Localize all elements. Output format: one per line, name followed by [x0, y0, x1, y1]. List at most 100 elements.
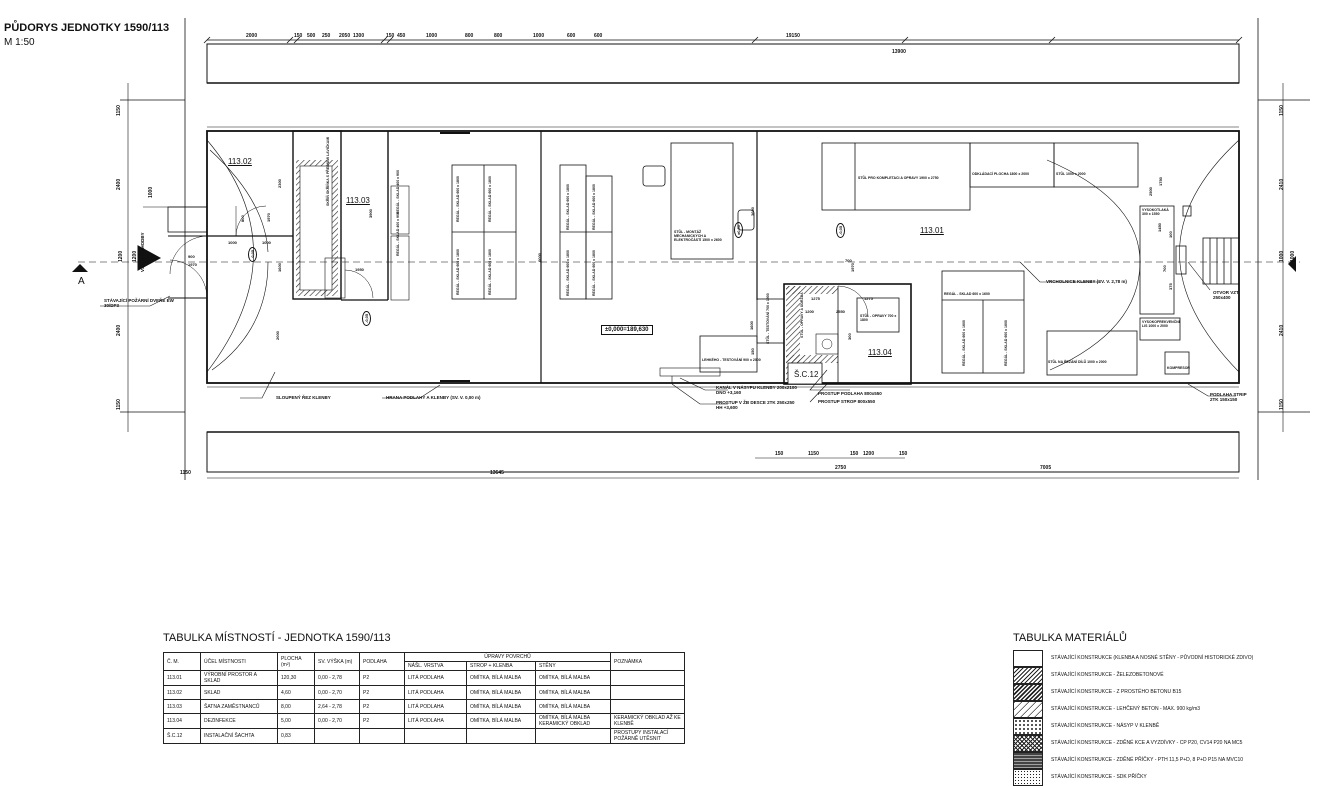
cell-height — [314, 728, 360, 744]
dim-label: 800 — [465, 33, 474, 39]
furniture-label: STŮL - MONTÁŽ MECHANICKÝCH A ELEKTROČÁST… — [674, 230, 722, 242]
dim-label: 700 — [1162, 265, 1167, 272]
annotation: KANÁL V NÁSYPU KLENBY 200x2100 DNO +3,16… — [716, 385, 797, 395]
dim-label: 1150 — [1279, 399, 1285, 410]
dim-label: 150 — [899, 451, 908, 457]
cell-note — [610, 670, 685, 686]
dim-label: 1150 — [180, 470, 191, 476]
cell-area: 8,00 — [277, 699, 315, 714]
cell-walls: OMÍTKA, BÍLÁ MALBA — [535, 670, 611, 686]
cell-ceiling — [466, 728, 536, 744]
col-purpose: ÚČEL MÍSTNOSTI — [200, 652, 278, 671]
material-swatch — [1013, 650, 1043, 667]
annotation: PROSTUP STROP 800x550 — [818, 399, 876, 404]
cell-walls: OMÍTKA, BÍLÁ MALBA KERAMICKÝ OBKLAD — [535, 713, 611, 729]
cell-ceiling: OMÍTKA, BÍLÁ MALBA — [466, 670, 536, 686]
cell-purpose: DEZINFEKCE — [200, 713, 278, 729]
dim-label: 450 — [397, 33, 406, 39]
dim-tick — [286, 36, 294, 44]
shelving-block-1 — [440, 132, 517, 382]
furniture-label: ODKLÁDACÍ PLOCHA 1800 x 2000 — [972, 172, 1030, 176]
dim-label: 800 — [240, 215, 245, 222]
material-label: STÁVAJÍCÍ KONSTRUKCE - ZDĚNÉ PŘÍČKY - PT… — [1051, 757, 1243, 763]
drawing-scale: M 1:50 — [4, 37, 35, 48]
cell-ceiling: OMÍTKA, BÍLÁ MALBA — [466, 685, 536, 700]
furniture-label: LEHKÉHO - TESTOVÁNÍ 900 x 2000 — [702, 358, 761, 362]
dim-tick — [901, 36, 909, 44]
room-113-04-walls — [783, 283, 912, 385]
material-row: STÁVAJÍCÍ KONSTRUKCE - ZDĚNÉ PŘÍČKY - PT… — [1013, 752, 1313, 769]
cell-layer — [404, 728, 467, 744]
dim-label: 1275 — [864, 296, 873, 301]
top-dim-ticks — [203, 36, 1243, 44]
room-number: 113.02 — [228, 157, 252, 166]
dim-label: 2050 — [339, 33, 351, 39]
entrance-door — [137, 206, 208, 299]
cell-note — [610, 685, 685, 700]
furniture-label: STŮL 1000 x 2000 — [1056, 172, 1086, 176]
cell-walls: OMÍTKA, BÍLÁ MALBA — [535, 699, 611, 714]
cell-height: 0,00 - 2,78 — [314, 670, 360, 686]
dim-label: 150 — [386, 33, 395, 39]
col-floor: PODLAHA — [359, 652, 405, 671]
dim-label: 150 — [294, 33, 303, 39]
dim-label: 1000 — [426, 33, 438, 39]
cell-ceiling: OMÍTKA, BÍLÁ MALBA — [466, 713, 536, 729]
material-row: STÁVAJÍCÍ KONSTRUKCE - LEHČENÝ BETON - M… — [1013, 701, 1313, 718]
section-marker-a: A — [78, 276, 85, 287]
cell-purpose: SKLAD — [200, 685, 278, 700]
dim-label: 150 — [750, 348, 755, 355]
cell-floor: P2 — [359, 699, 405, 714]
dim-label: 1970 — [266, 213, 271, 222]
furniture-label: STŮL - TESTOVÁNÍ 700 x 1900 — [766, 293, 770, 344]
cell-note — [610, 699, 685, 714]
cell-layer: LITÁ PODLAHA — [404, 670, 467, 686]
dim-label: 100 — [1168, 231, 1173, 238]
cell-note: PROSTUPY INSTALACÍ POŽÁRNĚ UTĚSNIT — [610, 728, 685, 744]
material-swatch — [1013, 667, 1043, 684]
furniture-label: STŮL - OPRAVY A ÚDRŽBA — [800, 292, 804, 338]
furniture-label: REGÁL - SKLAD 600 x 1800 — [456, 176, 460, 222]
cell-no: 113.04 — [163, 713, 201, 729]
annotation: HRANA PODLAHY A KLENBY (SV. V. 0,00 m) — [386, 395, 481, 400]
dim-tick — [1048, 36, 1056, 44]
cell-layer: LITÁ PODLAHA — [404, 685, 467, 700]
top-wall-strip — [206, 39, 1240, 84]
room-number: 113.01 — [920, 226, 944, 235]
room-number: 113.04 — [868, 348, 892, 357]
dim-label: 3600 — [750, 207, 755, 216]
annotation: PROSTUP PODLAHA 800x550 — [818, 391, 882, 396]
dim-label: 2300 — [277, 179, 282, 188]
cell-area: 120,30 — [277, 670, 315, 686]
dim-label: 1150 — [1279, 105, 1285, 116]
cell-purpose: VÝROBNÍ PROSTOR A SKLAD — [200, 670, 278, 686]
material-label: STÁVAJÍCÍ KONSTRUKCE - NÁSYP V KLENBĚ — [1051, 723, 1160, 729]
furniture-label: REGÁL - SKLAD 600 x 1600 — [1004, 320, 1008, 366]
cell-no: 113.03 — [163, 699, 201, 714]
dim-label: 1000 — [262, 240, 271, 245]
dim-label: 3900 — [368, 209, 373, 218]
dim-label: 600 — [567, 33, 576, 39]
material-row: STÁVAJÍCÍ KONSTRUKCE (KLENBA A NOSNÉ STĚ… — [1013, 650, 1313, 667]
level-tag: -0,05 — [836, 222, 845, 238]
room-113-03-walls — [207, 130, 410, 301]
dim-label: 19150 — [786, 33, 800, 39]
dim-label: 900 — [188, 254, 195, 259]
material-label: STÁVAJÍCÍ KONSTRUKCE - ZDĚNÉ KCE A VYZDÍ… — [1051, 740, 1243, 746]
furniture-label: REGÁL - SKLAD 600 x 1800 — [592, 184, 596, 230]
dim-label: 600 — [594, 33, 603, 39]
dimension-lines — [127, 39, 1284, 479]
work-tables — [642, 142, 1192, 376]
material-label: STÁVAJÍCÍ KONSTRUKCE - Z PROSTÉHO BETONU… — [1051, 689, 1182, 695]
material-swatch — [1013, 735, 1043, 752]
cell-area: 0,83 — [277, 728, 315, 744]
material-label: STÁVAJÍCÍ KONSTRUKCE - ŽELEZOBETONOVÉ — [1051, 672, 1164, 678]
section-line — [72, 256, 1300, 272]
dim-label: 1275 — [811, 296, 820, 301]
material-row: STÁVAJÍCÍ KONSTRUKCE - ZDĚNÉ KCE A VYZDÍ… — [1013, 735, 1313, 752]
dim-label: 13900 — [892, 49, 906, 55]
dim-label: 800 — [494, 33, 503, 39]
